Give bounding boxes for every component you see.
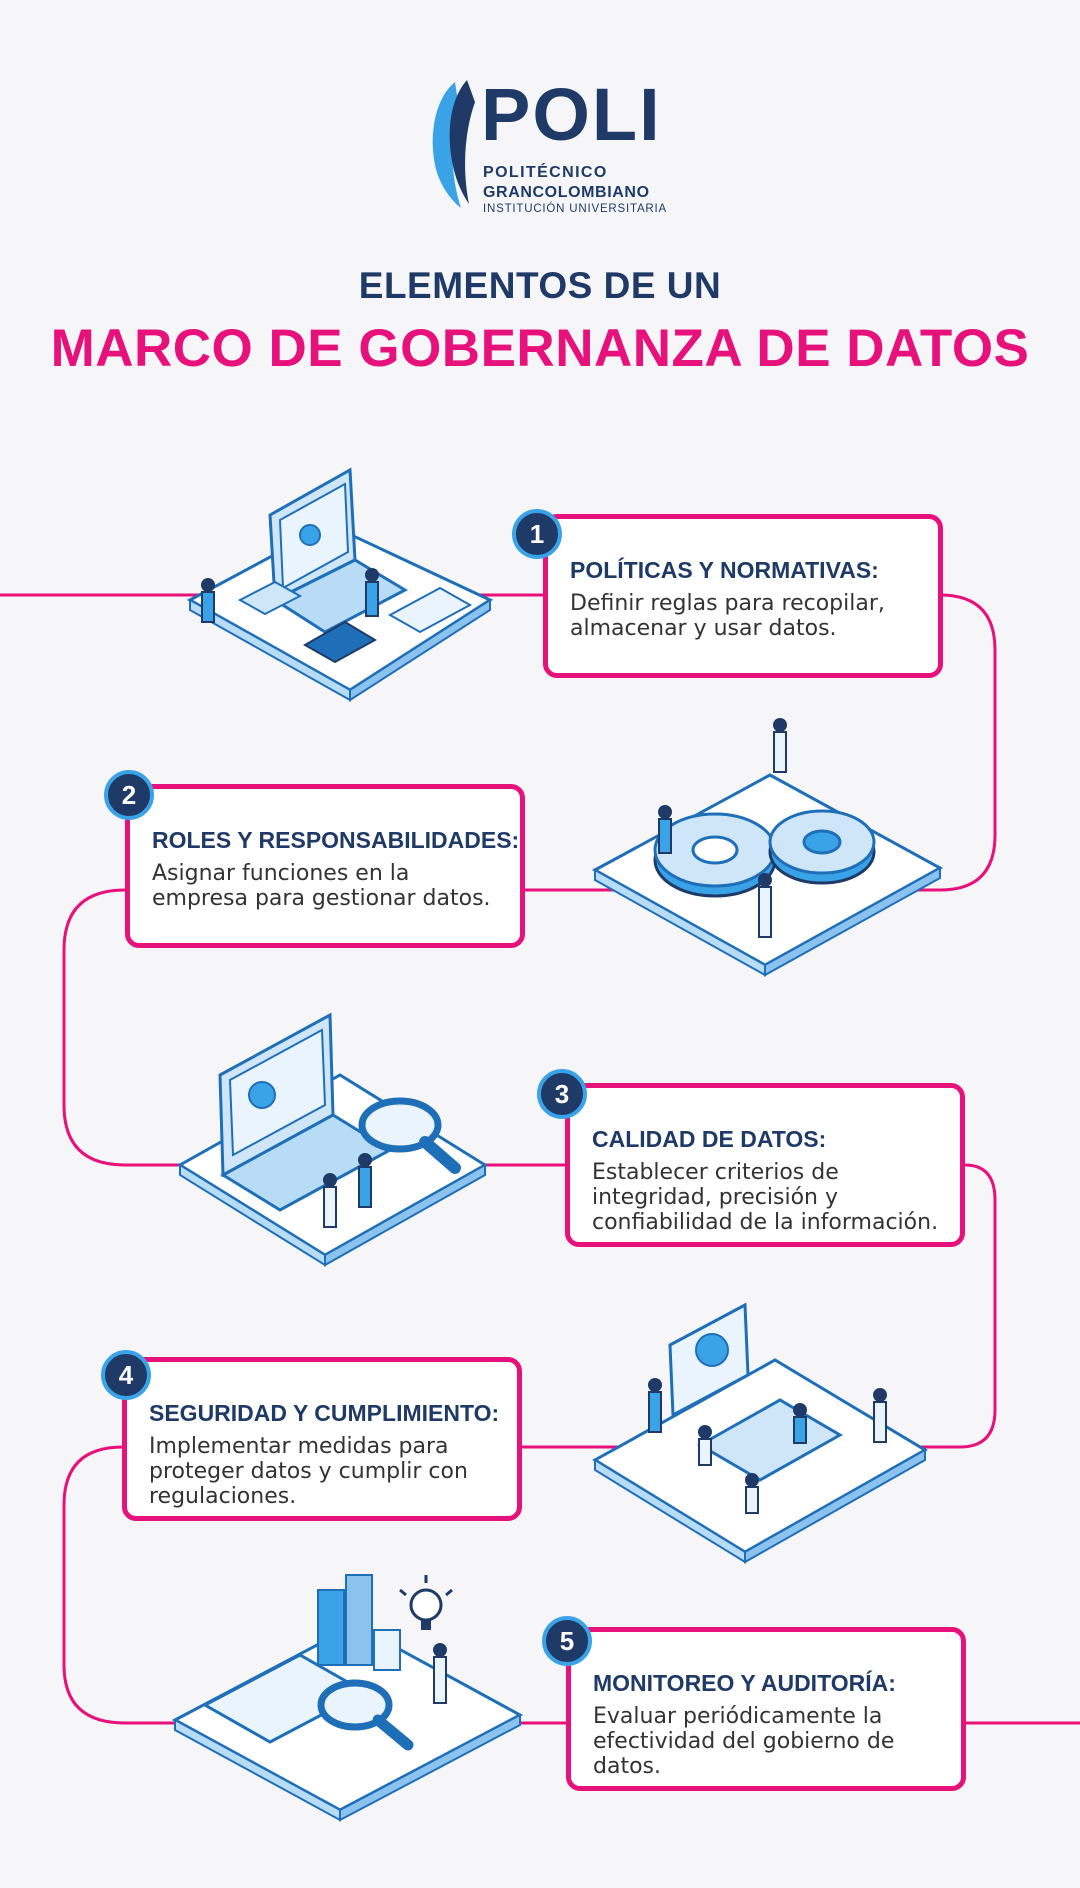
step-badge-2: 2 — [104, 770, 154, 820]
heading-line-1: ELEMENTOS DE UN — [358, 265, 722, 306]
step-badge-5: 5 — [542, 1616, 592, 1666]
step-card-1: POLÍTICAS Y NORMATIVAS: Definir reglas p… — [543, 514, 943, 678]
step-card-4: SEGURIDAD Y CUMPLIMIENTO: Implementar me… — [122, 1357, 522, 1521]
step-badge-3: 3 — [537, 1069, 587, 1119]
laptop-magnifier-icon — [177, 1012, 488, 1267]
step-title: POLÍTICAS Y NORMATIVAS: — [570, 557, 879, 583]
logo-line-3: INSTITUCIÓN UNIVERSITARIA — [483, 203, 667, 215]
laptop-workspace-icon — [186, 467, 494, 702]
logo-line-2: GRANCOLOMBIANO — [483, 184, 650, 201]
poli-logo: POLI POLITÉCNICO GRANCOLOMBIANO INSTITUC… — [425, 73, 667, 218]
step-title: SEGURIDAD Y CUMPLIMIENTO: — [149, 1400, 500, 1426]
heading-line-2: MARCO DE GOBERNANZA DE DATOS — [50, 319, 1030, 378]
meeting-room-icon — [592, 1302, 928, 1564]
step-description: Establecer criterios de integridad, prec… — [592, 1160, 939, 1235]
step-card-3: CALIDAD DE DATOS: Establecer criterios d… — [565, 1083, 965, 1247]
step-description: Definir reglas para recopilar, almacenar… — [570, 591, 885, 641]
logo-line-1: POLITÉCNICO — [483, 164, 608, 181]
logo-wordmark: POLI — [481, 73, 662, 156]
step-card-5: MONITOREO Y AUDITORÍA: Evaluar periódica… — [566, 1627, 966, 1791]
analytics-audit-icon — [171, 1574, 524, 1822]
step-description: Evaluar periódicamente la efectividad de… — [593, 1704, 895, 1779]
step-description: Implementar medidas para proteger datos … — [149, 1434, 468, 1509]
poli-emblem-icon — [432, 80, 475, 208]
step-title: MONITOREO Y AUDITORÍA: — [593, 1670, 896, 1696]
step-card-2: ROLES Y RESPONSABILIDADES: Asignar funci… — [125, 784, 525, 948]
step-badge-1: 1 — [512, 509, 562, 559]
step-badge-4: 4 — [101, 1350, 151, 1400]
step-title: ROLES Y RESPONSABILIDADES: — [152, 827, 520, 853]
step-title: CALIDAD DE DATOS: — [592, 1126, 827, 1152]
step-description: Asignar funciones en la empresa para ges… — [152, 861, 491, 911]
gears-team-icon — [591, 718, 944, 977]
